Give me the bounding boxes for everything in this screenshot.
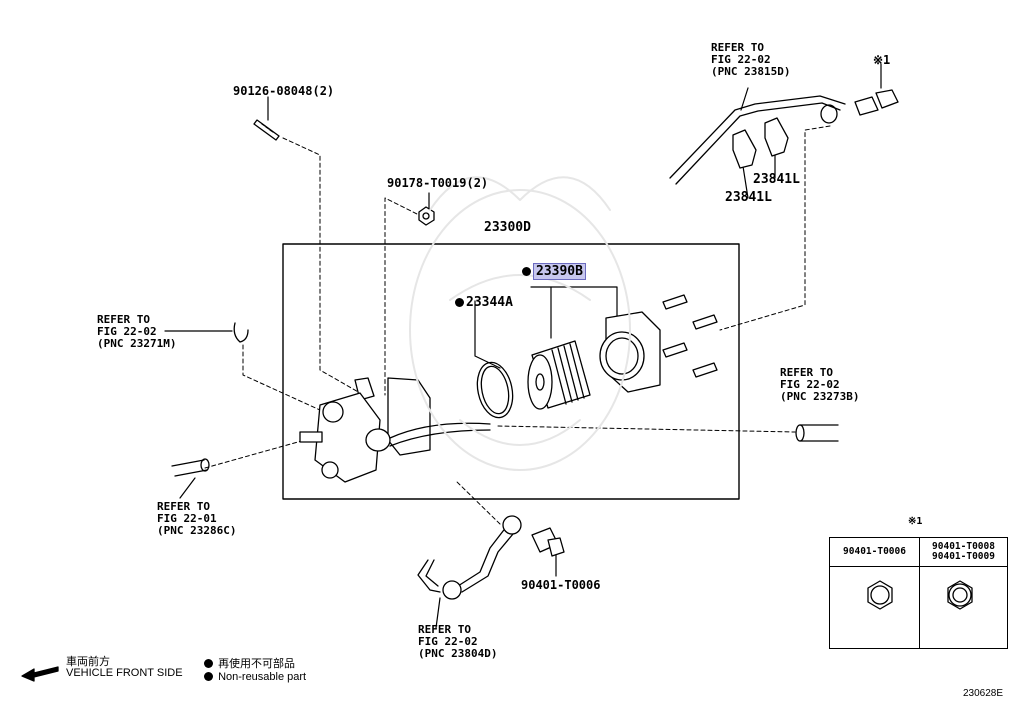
label-clamp-lower[interactable]: 23841L bbox=[725, 190, 772, 205]
legend-nonreusable-jp: 再使用不可部品 bbox=[204, 655, 295, 671]
table-col2-header: 90401-T0008 90401-T0009 bbox=[932, 541, 995, 562]
legend-front-en: VEHICLE FRONT SIDE bbox=[66, 667, 183, 679]
ref-left-lower[interactable]: REFER TO FIG 22-01 (PNC 23286C) bbox=[157, 500, 237, 537]
nonreusable-dot-icon bbox=[522, 267, 531, 276]
bottom-pipe-shape bbox=[417, 515, 522, 600]
nonreusable-dot-icon bbox=[204, 672, 213, 681]
cap-bolts-shape bbox=[662, 294, 718, 378]
right-pipe-shape bbox=[795, 424, 839, 442]
label-filter-element[interactable]: 23390B bbox=[522, 263, 586, 280]
assembly-frame bbox=[282, 243, 740, 500]
ref-right-mid[interactable]: REFER TO FIG 22-02 (PNC 23273B) bbox=[780, 366, 860, 403]
label-assembly[interactable]: 23300D bbox=[484, 220, 531, 235]
table-divider bbox=[830, 566, 1007, 567]
o-ring-shape bbox=[476, 361, 514, 419]
table-column-divider bbox=[919, 566, 920, 648]
union-bolt-shape bbox=[531, 527, 565, 557]
ref-top-right[interactable]: REFER TO FIG 22-02 (PNC 23815D) bbox=[711, 41, 791, 78]
upper-pipe-shape bbox=[669, 89, 899, 185]
figure-code: 230628E bbox=[963, 688, 1004, 699]
legend-front-jp: 車両前方 bbox=[66, 656, 110, 668]
note-table: 90401-T0006 90401-T0008 90401-T0009 bbox=[829, 537, 1008, 649]
ref-left-upper[interactable]: REFER TO FIG 22-02 (PNC 23271M) bbox=[97, 313, 177, 350]
front-arrow-icon bbox=[21, 666, 59, 682]
filter-cap-shape bbox=[599, 311, 661, 393]
label-o-ring[interactable]: 23344A bbox=[455, 295, 513, 310]
ref-bottom[interactable]: REFER TO FIG 22-02 (PNC 23804D) bbox=[418, 623, 498, 660]
label-nut[interactable]: 90178-T0019(2) bbox=[387, 176, 489, 190]
clamps-shape bbox=[732, 117, 789, 169]
label-clamp-upper[interactable]: 23841L bbox=[753, 172, 800, 187]
stud-bolt-shape bbox=[253, 119, 280, 141]
label-note-mark: ※1 bbox=[873, 53, 891, 67]
label-union-bolt[interactable]: 90401-T0006 bbox=[521, 578, 601, 592]
table-col1-header: 90401-T0006 bbox=[830, 538, 920, 566]
watermark-shape bbox=[409, 176, 631, 471]
nonreusable-dot-icon bbox=[455, 298, 464, 307]
nut-shape bbox=[418, 206, 435, 226]
filter-element-shape bbox=[527, 340, 591, 410]
lower-left-pipe-shape bbox=[171, 458, 210, 477]
hose-end-left-shape bbox=[233, 322, 249, 343]
label-stud-bolt[interactable]: 90126-08048(2) bbox=[233, 84, 335, 98]
table-bolt-heads bbox=[867, 580, 973, 610]
pump-body-shape bbox=[299, 377, 491, 483]
legend-nonreusable-en: Non-reusable part bbox=[204, 671, 306, 683]
nonreusable-dot-icon bbox=[204, 659, 213, 668]
table-note-mark: ※1 bbox=[908, 516, 923, 527]
